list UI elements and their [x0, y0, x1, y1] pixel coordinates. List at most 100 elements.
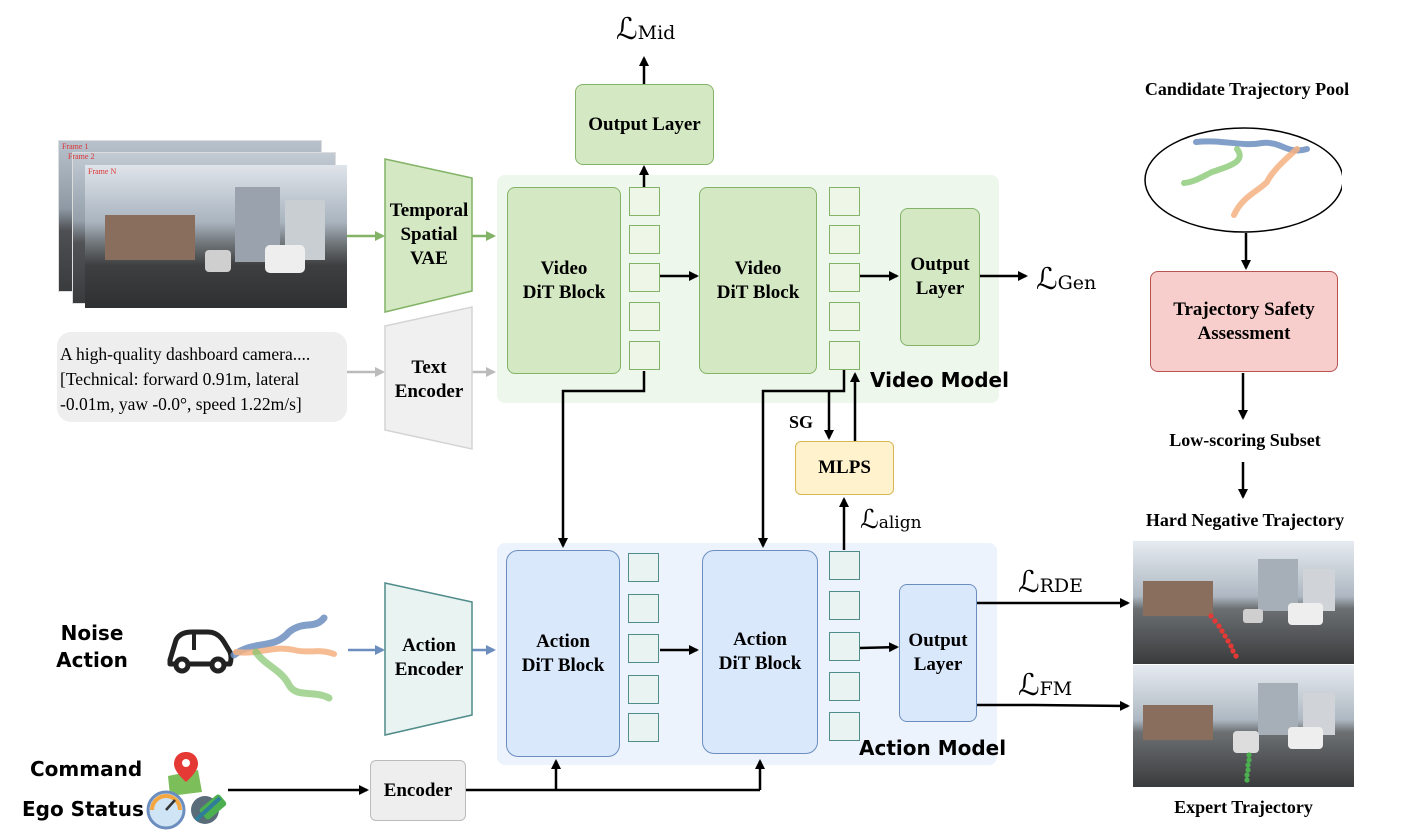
video-token	[629, 263, 660, 292]
video-token	[829, 225, 860, 254]
vae-line-3: VAE	[410, 248, 448, 269]
expert-title: Expert Trajectory	[1174, 797, 1313, 817]
mid-output-layer: Output Layer	[575, 84, 714, 165]
loss-fm-symbol: ℒ	[1018, 668, 1040, 703]
loss-align: ℒalign	[860, 505, 922, 535]
video-output-line-1: Output	[910, 254, 970, 275]
action-encoder: Action Encoder	[384, 628, 474, 688]
sg-label: SG	[789, 412, 814, 432]
video-model-label: Video Model	[870, 368, 1009, 392]
encoder-box: Encoder	[370, 760, 466, 821]
action-model-label: Action Model	[859, 736, 1007, 760]
video-dit-1-line-1: Video	[540, 257, 588, 279]
action-output-line-1: Output	[908, 630, 968, 651]
steering-icon	[191, 794, 227, 824]
loss-mid: ℒMid	[616, 12, 675, 47]
video-dit-block-2: Video DiT Block	[699, 187, 817, 374]
frame-label-n: Frame N	[88, 167, 117, 176]
mlps-box: MLPS	[795, 441, 894, 495]
loss-rde-sub: RDE	[1039, 575, 1084, 597]
action-token	[829, 632, 860, 661]
loss-mid-symbol: ℒ	[616, 12, 638, 47]
text-encoder-line-1: Text	[411, 357, 447, 378]
action-dit-2-line-2: DiT Block	[718, 653, 802, 674]
action-token	[829, 672, 860, 701]
video-token	[829, 263, 860, 292]
candidate-pool-title: Candidate Trajectory Pool	[1144, 79, 1350, 99]
text-encoder-trapezoid	[384, 306, 473, 450]
action-output-layer: Output Layer	[899, 584, 977, 722]
action-encoder-trapezoid	[384, 582, 473, 736]
action-encoder-line-2: Encoder	[394, 659, 464, 680]
input-frame-stack: Frame 1 Frame 2 Frame N	[58, 140, 348, 310]
expert-image	[1133, 665, 1354, 787]
video-token	[629, 341, 660, 370]
candidate-pool-ellipse	[1144, 127, 1342, 233]
action-token	[829, 551, 860, 580]
action-token	[628, 553, 659, 582]
safety-assessment-box: Trajectory Safety Assessment	[1150, 271, 1338, 372]
car-with-trajectories	[167, 614, 337, 702]
action-output-line-2: Layer	[913, 654, 963, 675]
text-encoder: Text Encoder	[384, 350, 474, 410]
safety-line-1: Trajectory Safety	[1173, 298, 1315, 320]
vae-line-1: Temporal	[389, 200, 469, 221]
noise-action-line-1: Noise	[60, 621, 124, 645]
loss-fm: ℒFM	[1018, 668, 1072, 703]
vae-line-2: Spatial	[400, 224, 458, 245]
action-token	[829, 591, 860, 620]
text-encoder-line-2: Encoder	[394, 381, 464, 402]
video-dit-1-line-2: DiT Block	[522, 281, 606, 303]
action-token	[628, 713, 659, 742]
text-prompt-line-3: -0.01m, yaw -0.0°, speed 1.22m/s]	[60, 394, 302, 414]
temporal-spatial-vae: Temporal Spatial VAE	[384, 190, 474, 280]
car-icon	[167, 629, 234, 674]
hard-negative-title: Hard Negative Trajectory	[1145, 510, 1345, 530]
loss-gen-sub: Gen	[1057, 272, 1097, 294]
action-dit-block-1: Action DiT Block	[506, 550, 620, 757]
loss-align-symbol: ℒ	[860, 505, 879, 535]
command-label: Command	[30, 757, 143, 781]
text-prompt-box: A high-quality dashboard camera.... [Tec…	[57, 332, 347, 422]
frame-image	[85, 165, 347, 308]
map-pin-icon	[168, 752, 202, 796]
video-token	[829, 187, 860, 216]
video-output-line-2: Layer	[915, 278, 965, 299]
command-ego-icons	[146, 752, 227, 830]
loss-align-sub: align	[878, 513, 922, 533]
action-encoder-line-1: Action	[402, 635, 456, 656]
action-token	[628, 594, 659, 623]
loss-fm-sub: FM	[1039, 678, 1073, 700]
text-prompt-line-2: [Technical: forward 0.91m, lateral	[60, 369, 300, 389]
frame-label-2: Frame 2	[68, 152, 95, 161]
action-dit-block-2: Action DiT Block	[702, 550, 818, 754]
video-dit-block-1: Video DiT Block	[507, 187, 621, 374]
speedometer-icon	[146, 790, 186, 830]
loss-rde-symbol: ℒ	[1018, 565, 1040, 600]
video-token	[629, 302, 660, 331]
frame-label-1: Frame 1	[62, 142, 89, 151]
loss-rde: ℒRDE	[1018, 565, 1083, 600]
action-dit-2-line-1: Action	[733, 629, 787, 650]
action-token	[829, 712, 860, 741]
hard-negative-image	[1133, 541, 1354, 664]
video-token	[829, 302, 860, 331]
video-dit-2-line-2: DiT Block	[716, 281, 800, 303]
ego-status-label: Ego Status	[22, 797, 144, 821]
video-token	[629, 225, 660, 254]
loss-gen: ℒGen	[1036, 262, 1096, 297]
loss-gen-symbol: ℒ	[1036, 262, 1058, 297]
action-token	[628, 634, 659, 663]
loss-mid-sub: Mid	[637, 22, 676, 44]
video-dit-2-line-1: Video	[734, 257, 782, 279]
action-dit-1-line-1: Action	[536, 630, 590, 652]
safety-line-2: Assessment	[1197, 322, 1291, 344]
video-token	[829, 341, 860, 370]
low-scoring-label: Low-scoring Subset	[1169, 430, 1321, 450]
noise-action-line-2: Action	[56, 648, 128, 672]
vae-trapezoid	[384, 158, 473, 313]
action-token	[628, 675, 659, 704]
video-output-layer: Output Layer	[900, 208, 980, 346]
text-prompt-line-1: A high-quality dashboard camera....	[60, 344, 311, 364]
video-token	[629, 187, 660, 216]
